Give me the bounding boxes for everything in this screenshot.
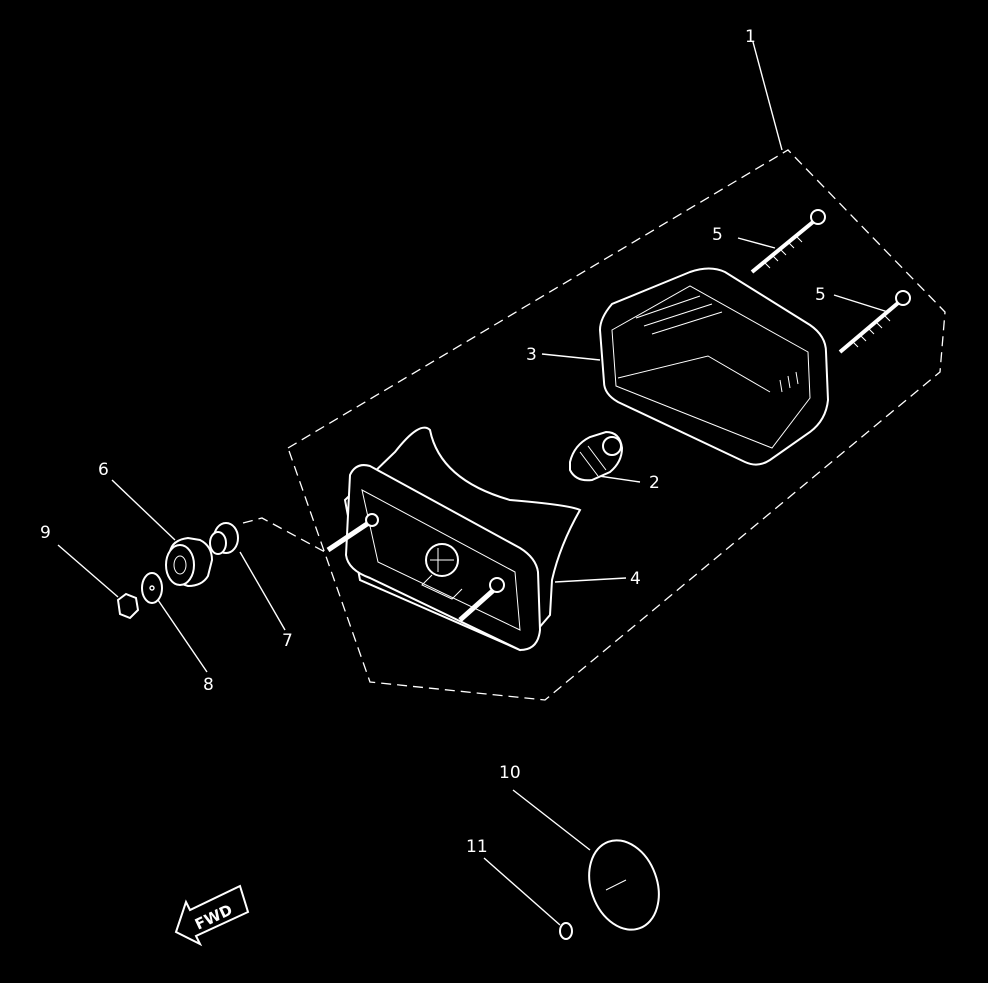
- callout-6: 6: [98, 460, 109, 480]
- reflector-screw: [559, 922, 573, 940]
- screw-upper: [750, 209, 826, 274]
- reflector: [588, 839, 660, 931]
- leader-lines: [57, 41, 889, 926]
- callout-5-upper: 5: [712, 225, 723, 245]
- callout-2: 2: [649, 473, 660, 493]
- assembly-outline: [287, 149, 946, 701]
- bushing: [165, 536, 214, 588]
- screw-lower: [838, 290, 911, 354]
- callout-8: 8: [203, 675, 214, 695]
- callout-4: 4: [630, 569, 641, 589]
- bulb: [569, 430, 624, 482]
- callout-numbers: 1 5 5 3 2 4 6 9 7 8 10 11: [40, 27, 826, 857]
- callout-7: 7: [282, 631, 293, 651]
- callout-11: 11: [466, 837, 488, 857]
- callout-1: 1: [745, 27, 756, 47]
- housing: [326, 426, 582, 652]
- callout-10: 10: [499, 763, 521, 783]
- lens: [598, 267, 830, 466]
- fwd-arrow-icon: FWD: [174, 884, 250, 947]
- nut: [116, 592, 140, 620]
- callout-5-lower: 5: [815, 285, 826, 305]
- callout-3: 3: [526, 345, 537, 365]
- grommet: [209, 522, 239, 555]
- washer: [141, 572, 163, 604]
- callout-9: 9: [40, 523, 51, 543]
